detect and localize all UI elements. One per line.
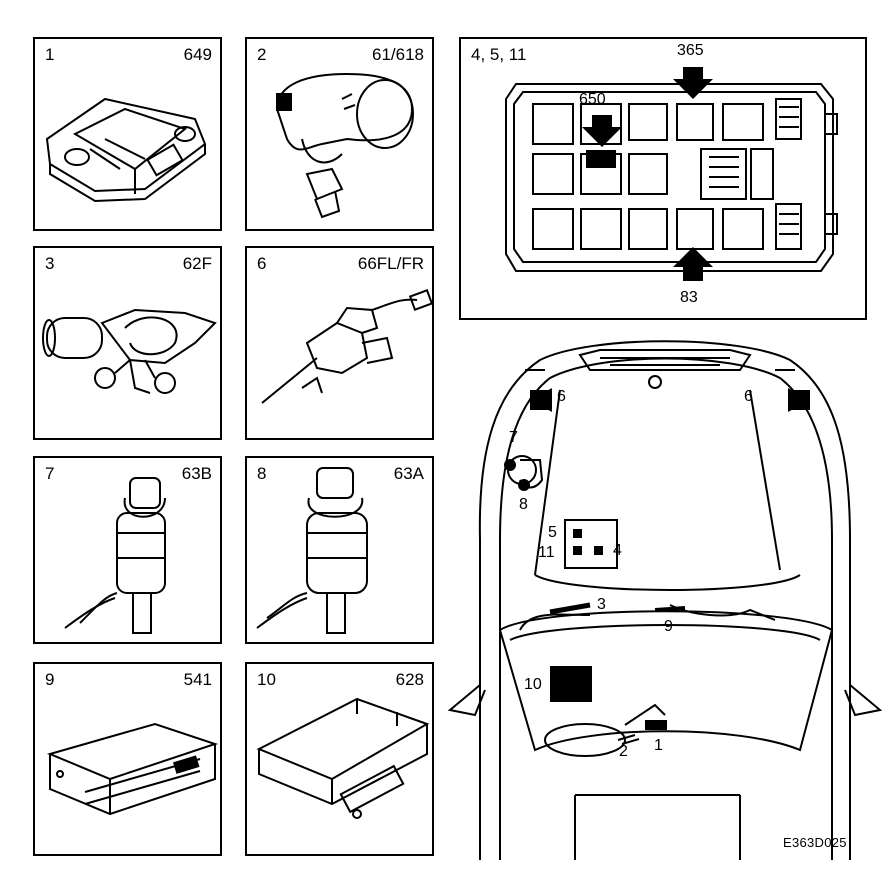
panel-number: 6 — [257, 254, 267, 273]
location-label: 5 — [548, 524, 557, 541]
washer-nozzle-illustration — [261, 289, 432, 404]
location-label: 1 — [654, 737, 663, 754]
control-module-illustration — [256, 697, 430, 819]
control-module-illustration — [45, 97, 207, 203]
panel-code: 63B — [181, 464, 212, 483]
panel-code: 66FL/FR — [357, 254, 424, 273]
panel-number: 10 — [257, 670, 276, 689]
relay-label-365: 365 — [677, 42, 704, 59]
component-panel-8: 8 63A — [245, 456, 434, 644]
component-panel-2: 2 61/618 — [245, 37, 434, 231]
component-panel-3: 3 62F — [33, 246, 222, 440]
panel-number: 7 — [45, 464, 55, 483]
location-label: 8 — [519, 496, 528, 513]
location-label: 10 — [524, 676, 542, 693]
location-label: 3 — [597, 596, 606, 613]
panel-code: 62F — [182, 254, 212, 273]
component-panel-1: 1 649 — [33, 37, 222, 231]
panel-number: 8 — [257, 464, 267, 483]
location-label: 4 — [613, 542, 622, 559]
car-location-diagram — [447, 340, 883, 860]
panel-number: 9 — [45, 670, 55, 689]
washer-pump-illustration — [64, 477, 166, 634]
washer-pump-illustration — [256, 467, 368, 634]
location-label: 11 — [538, 544, 555, 561]
panel-code: 649 — [183, 45, 212, 64]
panel-number: 3 — [45, 254, 55, 273]
wiper-motor-illustration — [42, 308, 217, 394]
display-unit-illustration — [46, 722, 219, 816]
component-panel-7: 7 63B — [33, 456, 222, 644]
panel-code: 61/618 — [372, 45, 424, 64]
fusebox-title: 4, 5, 11 — [471, 45, 527, 64]
location-label: 7 — [509, 429, 518, 446]
location-label: 2 — [619, 743, 628, 760]
panel-code: 628 — [395, 670, 424, 689]
panel-code: 63A — [393, 464, 424, 483]
pointer-arrows — [582, 67, 713, 281]
fusebox-panel: 4, 5, 11 365 650 83 — [459, 37, 867, 320]
component-panel-10: 10 628 — [245, 662, 434, 856]
panel-number: 2 — [257, 45, 267, 64]
component-panel-9: 9 541 — [33, 662, 222, 856]
figure-code: E363D025 — [783, 835, 847, 850]
relay-label-650: 650 — [579, 91, 606, 108]
panel-number: 1 — [45, 45, 55, 64]
panel-code: 541 — [183, 670, 212, 689]
location-label: 6 — [744, 388, 753, 405]
location-label: 9 — [664, 618, 673, 635]
relay-label-83: 83 — [680, 289, 698, 306]
sensor-illustration — [275, 72, 414, 219]
location-label: 6 — [557, 388, 566, 405]
component-panel-6: 6 66FL/FR — [245, 246, 434, 440]
